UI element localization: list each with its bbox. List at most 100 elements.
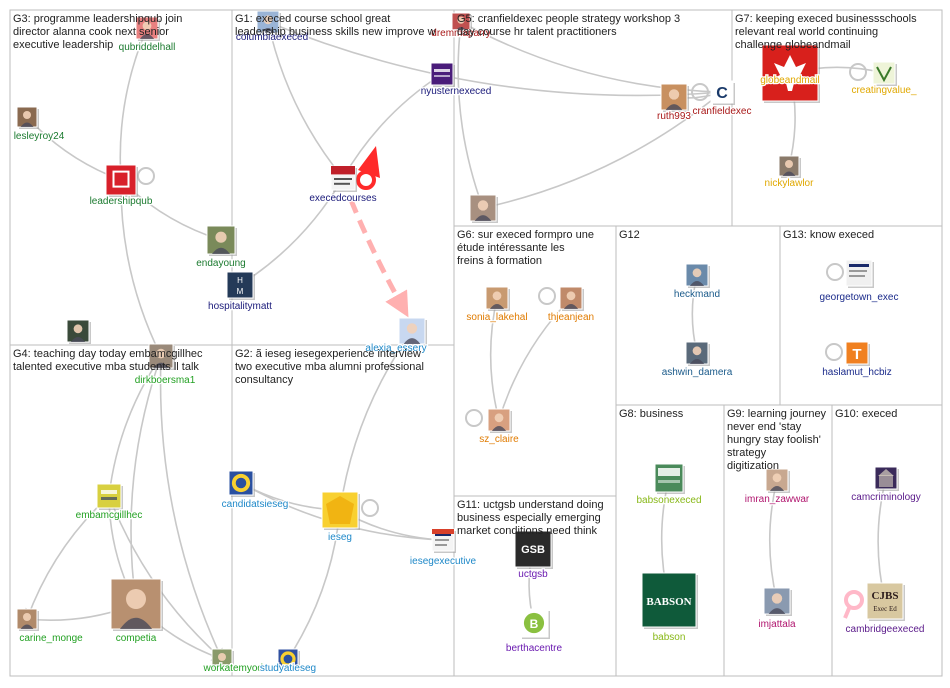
panel-title-g10: G10: execed [835,408,897,420]
node-label-nickylawlor[interactable]: nickylawlor [763,177,815,191]
node-label-creatingvalue_[interactable]: creatingvalue_ [850,84,918,98]
avatar-babsonexeced[interactable] [654,463,685,494]
avatar-haslamut_hcbiz[interactable]: T [845,341,870,366]
avatar-g5person[interactable] [469,194,498,223]
avatar-carine_monge[interactable] [16,608,39,631]
avatar-endayoung[interactable] [206,225,237,256]
node-label-camcriminology[interactable]: camcriminology [850,491,922,505]
node-label-ruth993[interactable]: ruth993 [656,110,693,124]
edge-nyusternexeced-execedcourses [342,73,443,179]
avatar-iesegexecutive[interactable] [431,528,456,553]
avatar-workatemyode[interactable] [211,648,234,671]
avatar-imran_zawwar[interactable] [765,468,790,493]
node-label-lesleyroy24[interactable]: lesleyroy24 [12,130,66,144]
node-label-babson[interactable]: babson [651,631,686,645]
avatar-lesleyroy24[interactable] [16,106,39,129]
avatar-sz_claire[interactable] [487,408,512,433]
node-label-columbiaexeced[interactable]: columbiaexeced [235,31,310,45]
panel-title-g8: G8: business [619,408,684,420]
avatar-leadershipqub[interactable] [105,164,138,197]
pin-marker-g10 [844,590,864,610]
avatar-imjattala[interactable] [763,587,792,616]
avatar-dirkboersma1[interactable] [148,343,175,370]
node-label-ashwin_damera[interactable]: ashwin_damera [660,366,734,380]
avatar-dremmaparry[interactable] [451,12,472,33]
node-label-dirkboersma1[interactable]: dirkboersma1 [133,374,197,388]
avatar-creatingvalue_[interactable] [872,61,897,86]
edge-dirkboersma1-embamcgillhec [104,355,162,498]
avatar-hospitalitymatt[interactable]: HM [226,271,255,300]
edge-columbiaexeced-cranfieldexec [267,21,724,99]
avatar-qubriddelhall[interactable] [135,16,160,41]
avatar-georgetown_exec[interactable] [845,259,874,288]
node-label-haslamut_hcbiz[interactable]: haslamut_hcbiz [821,366,893,380]
cjbs-logo-subtext: Exec Ed [873,605,897,613]
avatar-ruth993[interactable] [660,83,689,112]
edge-sonia_lakehal-sz_claire [489,297,502,422]
avatar-berthacentre[interactable]: B [519,608,550,639]
highlight-edge [348,199,409,318]
edge-dirkboersma1-workatemyode [159,355,223,661]
node-label-iesegexecutive[interactable]: iesegexecutive [409,555,478,569]
node-label-thjeanjean[interactable]: thjeanjean [547,311,596,325]
avatar-heckmand[interactable] [685,263,710,288]
avatar-nickylawlor[interactable] [778,155,801,178]
node-label-carine_monge[interactable]: carine_monge [18,632,84,646]
avatar-g3extra[interactable] [66,319,91,344]
node-label-alexia_essery[interactable]: alexia_essery [364,342,428,356]
node-label-babsonexeced[interactable]: babsonexeced [635,494,703,508]
avatar-babson[interactable]: BABSON [641,572,698,629]
avatar-columbiaexeced[interactable] [256,10,281,35]
node-label-embamcgillhec[interactable]: embamcgillhec [74,509,143,523]
edge-dirkboersma1-competia [129,355,162,606]
avatar-studyatieseg[interactable] [277,648,300,671]
self-loop-cranfieldexec [691,83,709,101]
avatar-ieseg[interactable] [321,491,360,530]
node-label-nyusternexeced[interactable]: nyusternexeced [419,85,492,99]
avatar-alexia_essery[interactable] [398,317,427,346]
node-label-studyatieseg[interactable]: studyatieseg [259,662,318,676]
avatar-ashwin_damera[interactable] [685,341,710,366]
node-label-workatemyode[interactable]: workatemyode [201,662,270,676]
avatar-uctgsb[interactable]: GSB [514,530,553,569]
avatar-candidatsieseg[interactable] [228,470,255,497]
avatar-camcriminology[interactable] [874,466,899,491]
node-label-globeandmail[interactable]: globeandmail [759,74,821,88]
node-label-leadershipqub[interactable]: leadershipqub [88,195,154,209]
node-label-hospitalitymatt[interactable]: hospitalitymatt [207,300,274,314]
nodes-layer: qubriddelhall lesleyroy24 leadershipqub end… [12,10,926,676]
panel-title-g13: G13: know execed [783,229,874,241]
node-label-sz_claire[interactable]: sz_claire [478,433,520,447]
avatar-cranfieldexec[interactable]: C [710,80,735,105]
avatar-thjeanjean[interactable] [559,286,584,311]
avatar-globeandmail[interactable] [761,44,820,103]
node-label-candidatsieseg[interactable]: candidatsieseg [220,498,289,512]
node-label-uctgsb[interactable]: uctgsb [517,568,549,582]
node-label-berthacentre[interactable]: berthacentre [505,642,564,656]
avatar-competia[interactable] [110,578,163,631]
node-label-execedcourses[interactable]: execedcourses [308,192,378,206]
node-label-cambridgeexeced[interactable]: cambridgeexeced [844,623,925,637]
node-label-endayoung[interactable]: endayoung [195,257,247,271]
avatar-nyusternexeced[interactable] [430,62,455,87]
node-label-heckmand[interactable]: heckmand [673,288,722,302]
avatar-embamcgillhec[interactable] [96,483,123,510]
node-label-sonia_lakehal[interactable]: sonia_lakehal [465,311,529,325]
node-label-georgetown_exec[interactable]: georgetown_exec [818,291,899,305]
node-label-imjattala[interactable]: imjattala [757,618,797,632]
node-label-competia[interactable]: competia [114,632,158,646]
node-label-imran_zawwar[interactable]: imran_zawwar [744,493,812,507]
avatar-execedcourses[interactable] [330,165,357,192]
node-label-ieseg[interactable]: ieseg [327,531,353,545]
node-label-cranfieldexec[interactable]: cranfieldexec [691,105,752,119]
edge-g5person-cranfieldexec [482,91,723,209]
node-label-dremmaparry[interactable]: dremmaparry [430,27,492,41]
node-label-qubriddelhall[interactable]: qubriddelhall [117,41,176,55]
avatar-sonia_lakehal[interactable] [485,286,510,311]
